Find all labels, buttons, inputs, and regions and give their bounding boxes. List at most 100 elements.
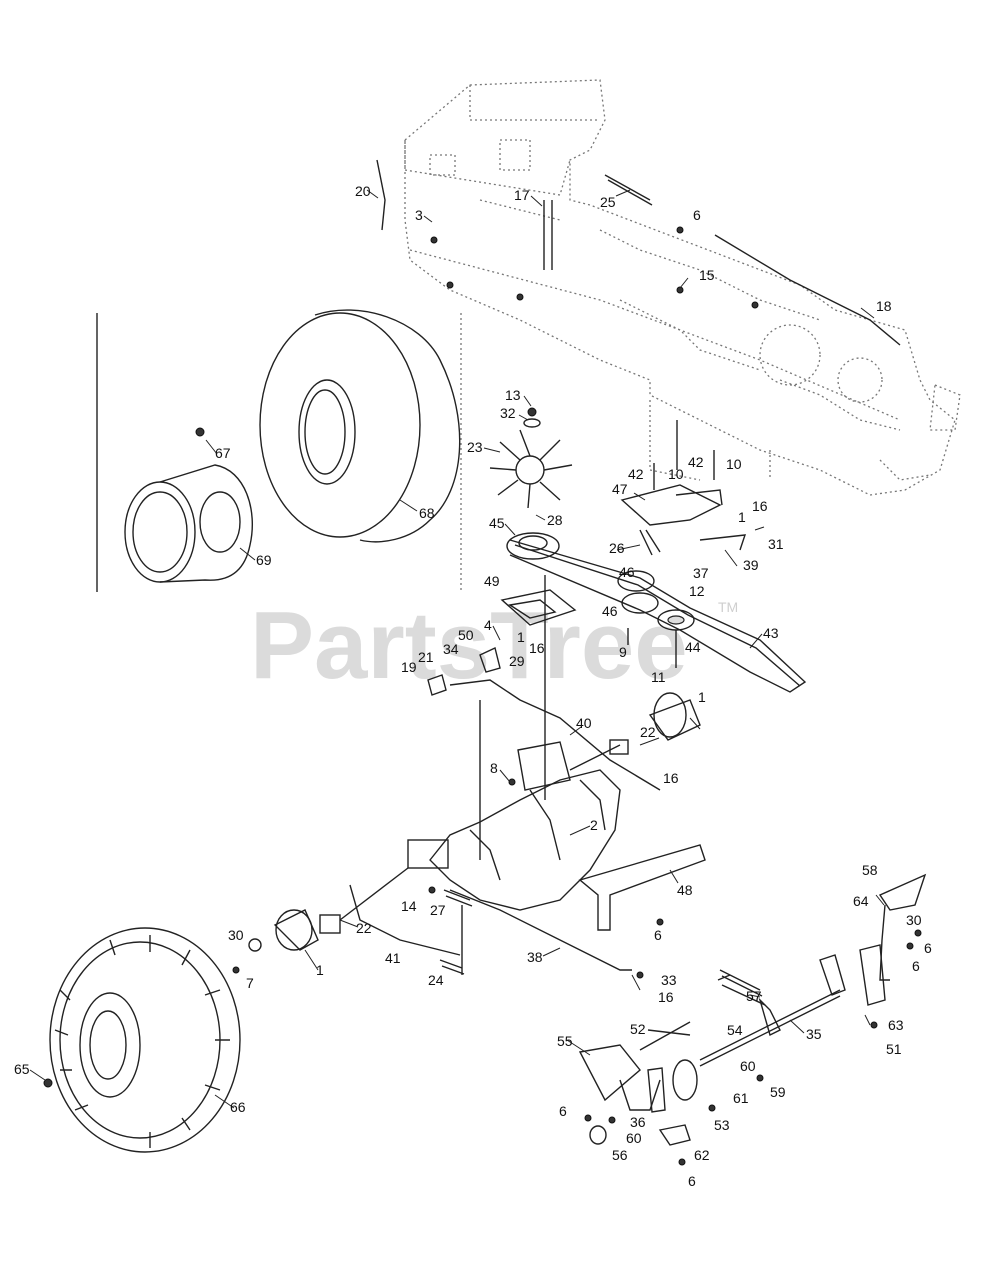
- callout-15: 15: [699, 267, 715, 283]
- callout-13: 13: [505, 387, 521, 403]
- callout-14: 14: [401, 898, 417, 914]
- heat-shield: [500, 589, 577, 626]
- callout-30b: 30: [228, 927, 244, 943]
- callout-39: 39: [743, 557, 759, 573]
- callout-41: 41: [385, 950, 401, 966]
- callout-68: 68: [419, 505, 435, 521]
- callout-36: 36: [630, 1114, 646, 1130]
- callout-25: 25: [600, 194, 616, 210]
- callout-31: 31: [768, 536, 784, 552]
- callout-1d: 1: [316, 962, 324, 978]
- callout-59: 59: [770, 1084, 786, 1100]
- shift-rod: [449, 679, 661, 791]
- callout-53: 53: [714, 1117, 730, 1133]
- watermark-text: PartsTree: [250, 592, 688, 699]
- callout-12: 12: [689, 583, 705, 599]
- axle-hubs: [248, 692, 701, 952]
- callout-42a: 42: [628, 466, 644, 482]
- frame-outline: [404, 79, 961, 496]
- callout-19: 19: [401, 659, 417, 675]
- callout-29: 29: [509, 653, 525, 669]
- callout-6b: 6: [654, 927, 662, 943]
- callout-32: 32: [500, 405, 516, 421]
- callout-65: 65: [14, 1061, 30, 1077]
- callout-6d: 6: [912, 958, 920, 974]
- callout-10b: 10: [726, 456, 742, 472]
- pedal-assembly: [578, 873, 927, 1146]
- callout-16a: 16: [752, 498, 768, 514]
- callout-55: 55: [557, 1033, 573, 1049]
- callout-16d: 16: [658, 989, 674, 1005]
- callout-20: 20: [355, 183, 371, 199]
- callout-22b: 22: [356, 920, 372, 936]
- callout-49: 49: [484, 573, 500, 589]
- callout-30a: 30: [906, 912, 922, 928]
- drive-belt-system: [506, 532, 807, 693]
- callout-27: 27: [430, 902, 446, 918]
- leader-lines: [29, 189, 885, 1109]
- brake-rod: [449, 889, 632, 971]
- callout-50: 50: [458, 627, 474, 643]
- callout-17: 17: [514, 187, 530, 203]
- callout-35: 35: [806, 1026, 822, 1042]
- callout-7: 7: [246, 975, 254, 991]
- callout-2: 2: [590, 817, 598, 833]
- callout-38: 38: [527, 949, 543, 965]
- transmission: [407, 575, 621, 911]
- callout-46b: 46: [602, 603, 618, 619]
- rear-bracket: [578, 844, 706, 931]
- callout-45: 45: [489, 515, 505, 531]
- callout-46a: 46: [619, 564, 635, 580]
- callout-8: 8: [490, 760, 498, 776]
- rear-tire: [259, 309, 461, 543]
- callout-37: 37: [693, 565, 709, 581]
- callout-62: 62: [694, 1147, 710, 1163]
- callout-18: 18: [876, 298, 892, 314]
- idler-bracket: [620, 420, 747, 668]
- callout-43: 43: [763, 625, 779, 641]
- callout-24: 24: [428, 972, 444, 988]
- callout-44: 44: [685, 639, 701, 655]
- rear-rim: [124, 427, 254, 583]
- callout-64: 64: [853, 893, 869, 909]
- callout-67: 67: [215, 445, 231, 461]
- callout-26: 26: [609, 540, 625, 556]
- callout-47: 47: [612, 481, 628, 497]
- callout-56: 56: [612, 1147, 628, 1163]
- callout-3: 3: [415, 207, 423, 223]
- callout-42b: 42: [688, 454, 704, 470]
- callout-51: 51: [886, 1041, 902, 1057]
- callout-16c: 16: [663, 770, 679, 786]
- callout-69: 69: [256, 552, 272, 568]
- callout-labels: 20 3 17 25 6 18 15 13 32 23 67 68 69 28 …: [14, 183, 932, 1189]
- callout-11: 11: [651, 669, 666, 685]
- cooling-fan: [489, 407, 573, 509]
- callout-22a: 22: [640, 724, 656, 740]
- callout-21: 21: [418, 649, 434, 665]
- callout-6c: 6: [924, 940, 932, 956]
- watermark-trademark: TM: [718, 599, 738, 615]
- callout-6: 6: [693, 207, 701, 223]
- callout-1a: 1: [738, 509, 746, 525]
- callout-9: 9: [619, 644, 627, 660]
- callout-48: 48: [677, 882, 693, 898]
- callout-16b: 16: [529, 640, 545, 656]
- callout-60a: 60: [740, 1058, 756, 1074]
- bypass-rod: [349, 884, 461, 956]
- callout-33: 33: [661, 972, 677, 988]
- callout-1b: 1: [517, 629, 525, 645]
- callout-52: 52: [630, 1021, 646, 1037]
- callout-34: 34: [443, 641, 459, 657]
- callout-40: 40: [576, 715, 592, 731]
- front-tire: [43, 927, 241, 1153]
- callout-54: 54: [727, 1022, 743, 1038]
- callout-57: 57: [746, 988, 762, 1004]
- callout-4: 4: [484, 617, 492, 633]
- callout-6e: 6: [559, 1103, 567, 1119]
- callout-63: 63: [888, 1017, 904, 1033]
- callout-10a: 10: [668, 466, 684, 482]
- callout-61: 61: [733, 1090, 749, 1106]
- callout-66: 66: [230, 1099, 246, 1115]
- hardware: [232, 159, 922, 1166]
